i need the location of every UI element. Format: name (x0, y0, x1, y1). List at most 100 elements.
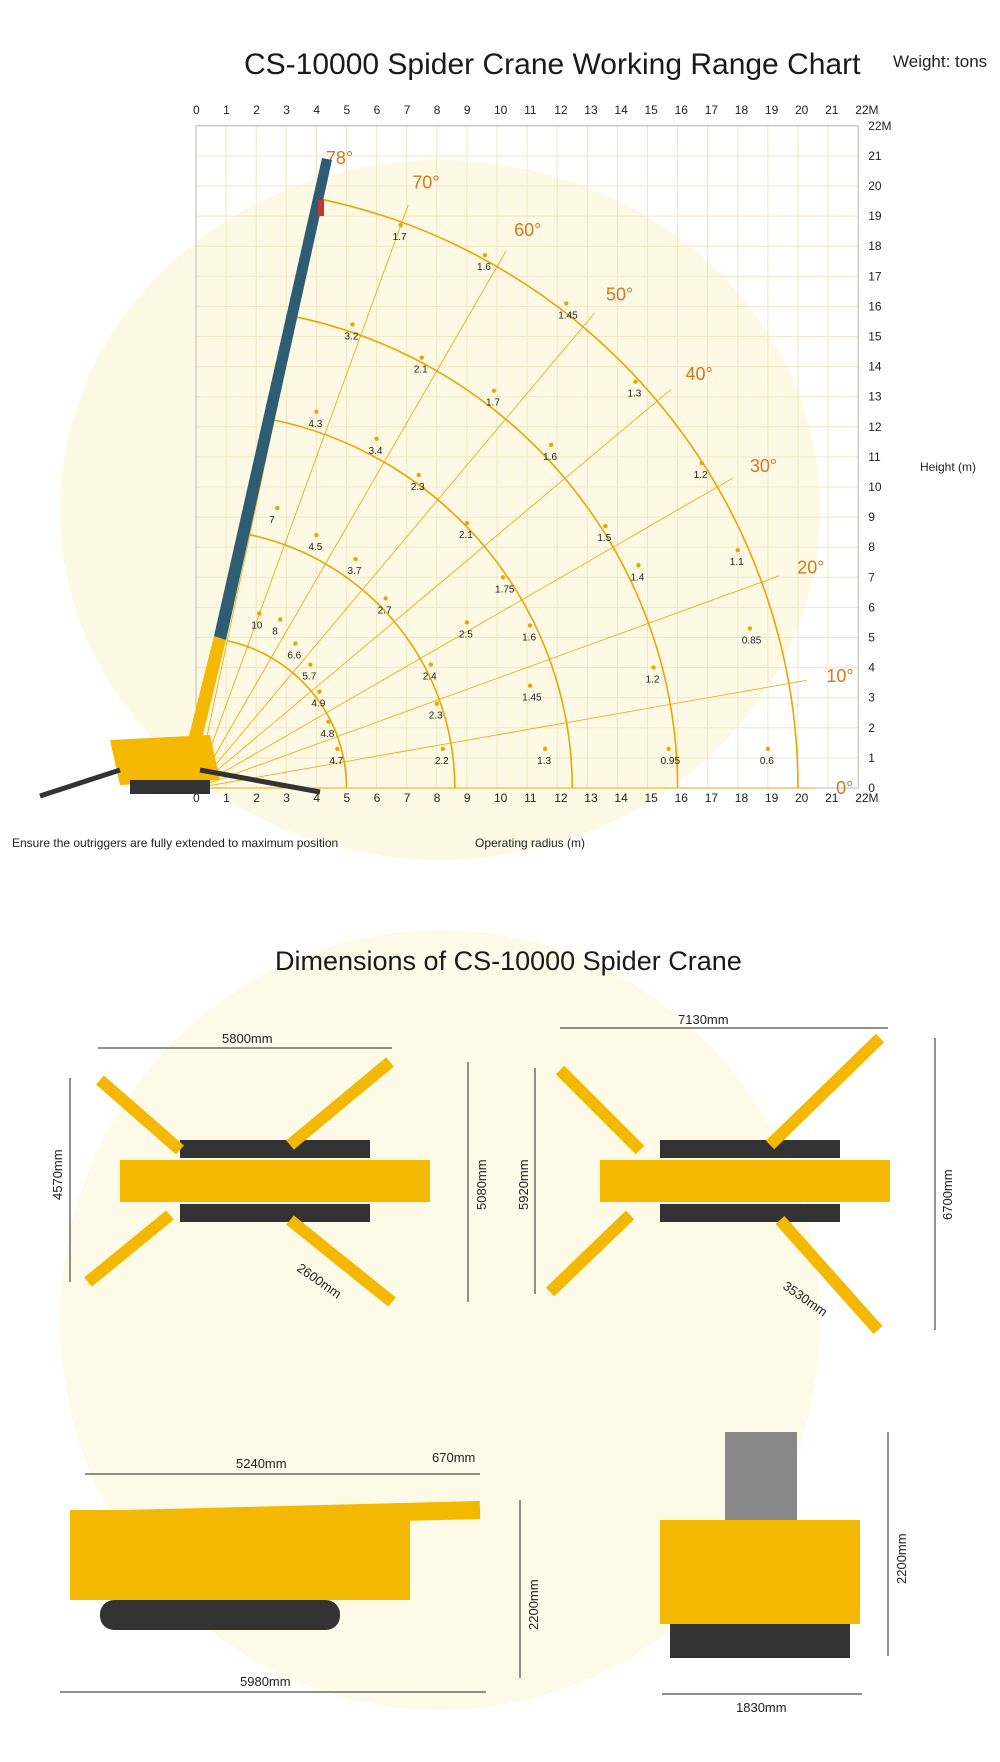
top-view-compact: 5800mm 4570mm 5080mm 2600mm (50, 1031, 489, 1307)
x-tick-bottom: 1 (223, 791, 230, 805)
x-tick-bottom: 13 (584, 791, 598, 805)
top-view-compact-tracks (180, 1140, 370, 1158)
capacity-label: 2.1 (459, 530, 473, 541)
y-tick: 18 (868, 239, 882, 253)
capacity-label: 1.6 (522, 632, 536, 643)
dim-5980: 5980mm (240, 1674, 291, 1689)
x-tick-top: 12 (554, 103, 568, 117)
y-tick: 3 (868, 691, 875, 705)
capacity-label: 2.1 (414, 365, 428, 376)
y-tick: 1 (868, 751, 875, 765)
capacity-label: 0.6 (760, 756, 774, 767)
x-tick-bottom: 2 (253, 791, 260, 805)
capacity-point (317, 689, 322, 694)
x-tick-top: 14 (614, 103, 628, 117)
top-view-extended-tracks-lower (660, 1204, 840, 1222)
dim-2600: 2600mm (294, 1260, 344, 1301)
y-tick: 20 (868, 179, 882, 193)
top-view-extended-leg-2 (765, 1033, 885, 1150)
capacity-point (353, 557, 358, 562)
capacity-label: 2.4 (423, 672, 437, 683)
dim-5800: 5800mm (222, 1031, 273, 1046)
x-tick-top: 21 (825, 103, 839, 117)
reach-arc (249, 534, 456, 789)
angle-label: 60° (514, 220, 541, 240)
angle-label: 30° (750, 456, 777, 476)
x-tick-top: 7 (404, 103, 411, 117)
y-tick: 4 (868, 661, 875, 675)
capacity-label: 1.2 (646, 675, 660, 686)
x-tick-bottom: 9 (464, 791, 471, 805)
y-tick: 2 (868, 721, 875, 735)
capacity-point (383, 596, 388, 601)
crane-boom-upper (214, 158, 332, 640)
capacity-point (326, 719, 331, 724)
weight-note: Weight: tons (893, 52, 988, 71)
capacity-label: 1.45 (558, 310, 578, 321)
side-view: 5240mm 670mm 5980mm 2200mm (60, 1450, 541, 1693)
y-tick: 15 (868, 330, 882, 344)
y-tick: 12 (868, 420, 882, 434)
dim-6700: 6700mm (940, 1169, 955, 1220)
x-tick-bottom: 16 (675, 791, 689, 805)
angle-ray (195, 250, 507, 789)
x-tick-top: 9 (464, 103, 471, 117)
x-tick-top: 2 (253, 103, 260, 117)
x-tick-top: 18 (735, 103, 749, 117)
y-tick: 19 (868, 209, 882, 223)
angle-label: 10° (826, 666, 853, 686)
reach-arc (227, 640, 348, 789)
top-view-extended: 7130mm 5920mm 6700mm 3530mm (516, 1012, 955, 1334)
capacity-label: 1.5 (597, 533, 611, 544)
capacity-label: 1.2 (694, 470, 708, 481)
crane-figure (39, 158, 332, 799)
capacity-point (314, 409, 319, 414)
x-tick-top: 17 (705, 103, 719, 117)
crane-outrigger-right (199, 767, 321, 795)
y-tick: 16 (868, 299, 882, 313)
capacity-label: 1.6 (477, 262, 491, 273)
capacity-point (542, 746, 548, 752)
capacity-point (350, 322, 355, 327)
capacity-point (398, 222, 403, 228)
chart-arcs (227, 198, 799, 789)
angle-label: 78° (326, 148, 353, 168)
x-tick-top: 1 (223, 103, 230, 117)
capacity-label: 0.85 (742, 635, 762, 646)
capacity-point (416, 472, 421, 478)
y-tick: 17 (868, 269, 882, 283)
capacity-point (482, 253, 488, 258)
capacity-label: 0.95 (661, 756, 681, 767)
capacity-point (314, 532, 319, 538)
capacity-point (491, 388, 497, 393)
side-view-boom (84, 1501, 481, 1529)
angle-ray (195, 312, 595, 789)
top-view-extended-tracks (660, 1140, 840, 1158)
y-tick: 21 (868, 149, 882, 163)
x-tick-top: 13 (584, 103, 598, 117)
angle-ray (195, 389, 672, 789)
top-view-extended-leg-4 (775, 1216, 883, 1334)
x-tick-top: 11 (524, 103, 537, 117)
top-view-compact-leg-3 (84, 1210, 174, 1287)
reach-arc (274, 419, 574, 789)
capacity-label: 1.7 (393, 232, 407, 243)
y-tick: 5 (868, 631, 875, 645)
y-tick: 14 (868, 360, 882, 374)
x-tick-bottom: 12 (554, 791, 568, 805)
capacity-label: 4.3 (308, 419, 322, 430)
capacity-point (735, 548, 740, 553)
capacity-point (440, 746, 446, 752)
capacity-label: 4.5 (308, 542, 322, 553)
angle-label: 20° (797, 558, 824, 578)
x-tick-top: 3 (283, 103, 290, 117)
x-tick-bottom: 18 (735, 791, 749, 805)
capacity-label: 3.7 (348, 566, 362, 577)
top-view-extended-leg-3 (545, 1210, 635, 1297)
capacity-point (257, 611, 262, 616)
y-tick: 6 (868, 600, 875, 614)
dim-5240: 5240mm (236, 1456, 287, 1471)
capacity-label: 1.6 (543, 452, 557, 463)
capacity-point (651, 665, 656, 670)
